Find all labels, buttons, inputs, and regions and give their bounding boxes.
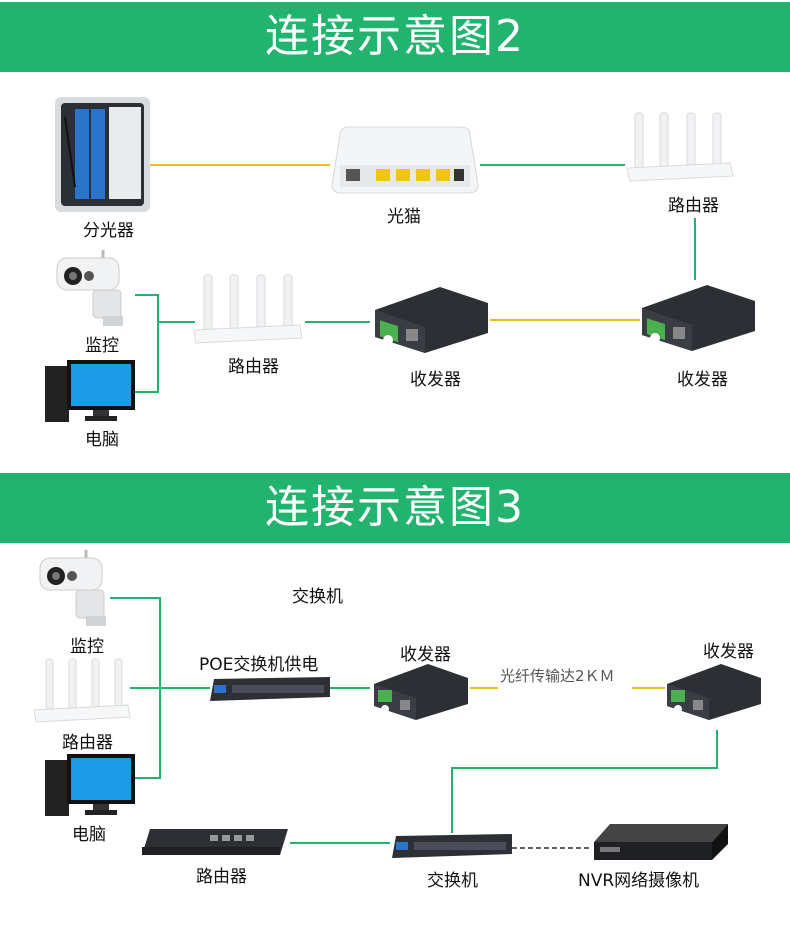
router-box-image <box>140 827 290 857</box>
switch-bottom-label: 交换机 <box>427 871 478 891</box>
transceiver-a-image-d3 <box>663 662 763 722</box>
diagram3-banner: 连接示意图3 <box>0 473 790 543</box>
transceiver-b-label-d3: 收发器 <box>400 645 451 665</box>
diagram2-title: 连接示意图2 <box>265 11 525 62</box>
diagram3-title: 连接示意图3 <box>265 482 525 533</box>
switch-bottom-image <box>390 832 515 864</box>
router-top-label: 路由器 <box>668 196 719 216</box>
transceiver-b-image-d2 <box>370 285 490 355</box>
transceiver-a-label-d3: 收发器 <box>703 642 754 662</box>
computer-image-d3 <box>45 752 137 817</box>
splitter-label: 分光器 <box>83 221 134 241</box>
camera-image-d3 <box>38 548 113 628</box>
transceiver-b-image-d3 <box>370 662 470 722</box>
camera-label-d2: 监控 <box>85 336 119 356</box>
optical-modem-label: 光猫 <box>387 207 421 227</box>
poe-switch-label: POE交换机供电 <box>199 655 319 675</box>
transceiver-a-label-d2: 收发器 <box>677 370 728 390</box>
computer-label-d2: 电脑 <box>85 430 119 450</box>
diagram2-banner: 连接示意图2 <box>0 2 790 72</box>
fiber-note: 光纤传输达2ＫＭ <box>500 667 615 685</box>
switch-top-label: 交换机 <box>292 587 343 607</box>
router-box-label: 路由器 <box>196 867 247 887</box>
router-wifi-label-d3: 路由器 <box>62 733 113 753</box>
router-top-image <box>625 108 735 183</box>
nvr-image <box>590 822 730 864</box>
router-mid-label: 路由器 <box>228 357 279 377</box>
poe-switch-image <box>208 675 333 705</box>
splitter-image <box>55 97 150 212</box>
optical-modem-image <box>330 125 480 195</box>
transceiver-a-image-d2 <box>637 283 757 353</box>
router-wifi-image-d3 <box>32 655 132 725</box>
link-transceiver-a-switch <box>451 730 718 833</box>
camera-label-d3: 监控 <box>70 637 104 657</box>
router-mid-image <box>190 270 305 345</box>
computer-image-d2 <box>45 358 137 423</box>
nvr-label: NVR网络摄像机 <box>578 871 700 891</box>
camera-image-d2 <box>55 248 130 328</box>
transceiver-b-label-d2: 收发器 <box>410 370 461 390</box>
computer-label-d3: 电脑 <box>72 825 106 845</box>
link-camera-computer-router <box>135 294 159 393</box>
